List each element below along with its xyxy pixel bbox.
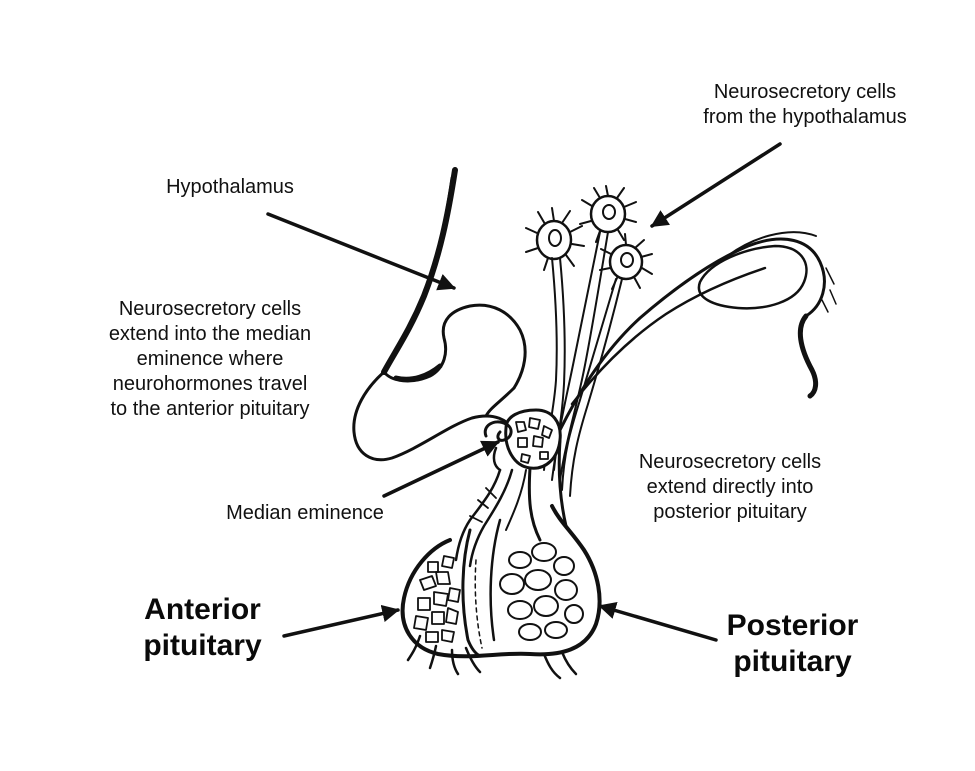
arrow-posterior-pituitary — [598, 602, 718, 642]
neuron-cell-1 — [525, 207, 585, 271]
pituitary-gland — [400, 438, 602, 680]
arrow-anterior-pituitary — [282, 604, 400, 638]
posterior-lobe-cells — [499, 542, 584, 641]
neuron-cell-3 — [599, 233, 653, 290]
label-neurosecretory-cells-hypothalamus: Neurosecretory cells from the hypothalam… — [703, 81, 907, 128]
hypothalamus-tissue — [352, 167, 837, 462]
label-neurosecretory-cells-posterior: Neurosecretory cells extend directly int… — [638, 451, 822, 523]
label-posterior-pituitary: Posterior pituitary — [726, 609, 859, 678]
arrow-neurosecretory-hypothalamus — [650, 142, 782, 228]
median-eminence — [454, 408, 562, 568]
anterior-lobe-cells — [413, 555, 461, 643]
label-anterior-pituitary: Anterior pituitary — [143, 593, 262, 662]
arrow-median-eminence — [382, 440, 500, 498]
label-neurosecretory-cells-median-eminence: Neurosecretory cells extend into the med… — [108, 298, 312, 420]
arrow-hypothalamus — [266, 212, 456, 291]
label-hypothalamus: Hypothalamus — [166, 176, 294, 198]
neurosecretory-neurons — [525, 185, 653, 497]
label-median-eminence: Median eminence — [226, 502, 384, 524]
label-arrows — [266, 142, 782, 642]
